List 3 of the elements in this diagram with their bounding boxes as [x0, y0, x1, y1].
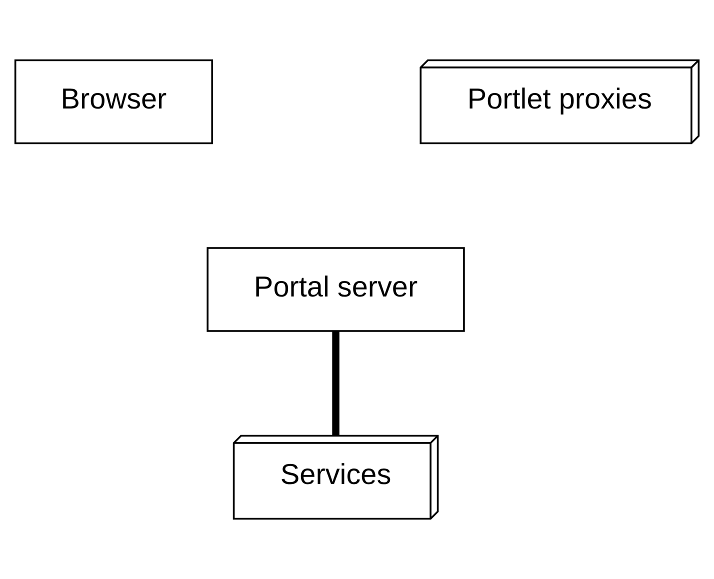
node-box: Portal server — [206, 247, 465, 332]
node-box: Browser — [14, 59, 214, 144]
connector — [332, 331, 340, 436]
